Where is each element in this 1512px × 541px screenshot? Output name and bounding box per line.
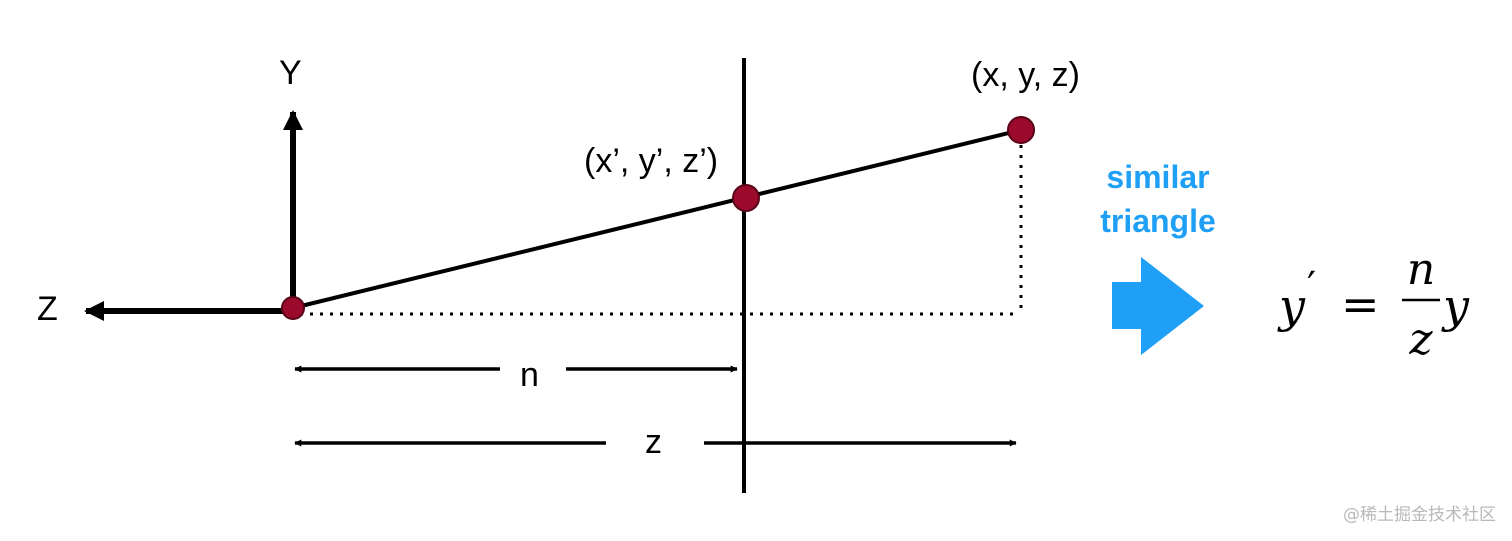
formula-prime: ′	[1307, 264, 1316, 310]
projected-point-label: (x’, y’, z’)	[584, 142, 718, 180]
callout-triangle: triangle	[1100, 203, 1216, 239]
projected-point	[732, 184, 760, 212]
formula-denominator: z	[1408, 314, 1433, 365]
formula: y ′ = n z y	[1277, 244, 1470, 365]
dimension-n-label: n	[520, 356, 539, 394]
y-axis-label: Y	[279, 54, 302, 92]
origin-point	[281, 296, 305, 320]
far-point-label: (x, y, z)	[971, 56, 1080, 94]
dimension-z-label: z	[645, 423, 662, 461]
callout-similar: similar	[1106, 159, 1209, 195]
projection-ray	[292, 128, 1022, 310]
formula-lhs: y	[1277, 279, 1306, 333]
far-point	[1007, 116, 1035, 144]
watermark: @稀土掘金技术社区	[1343, 505, 1496, 525]
formula-numerator: n	[1407, 244, 1435, 295]
right-arrow-icon	[1112, 257, 1204, 355]
formula-rhs: y	[1441, 279, 1470, 333]
formula-equals: =	[1341, 277, 1380, 331]
z-axis-label: Z	[37, 290, 58, 328]
